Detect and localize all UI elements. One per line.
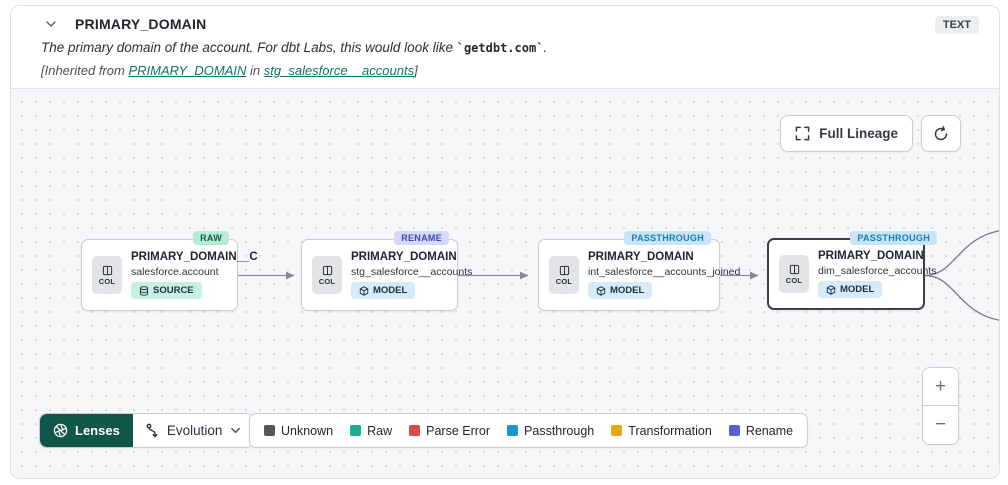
refresh-icon	[934, 125, 948, 140]
column-header: PRIMARY_DOMAIN TEXT The primary domain o…	[11, 6, 999, 88]
inherited-middle: in	[246, 63, 264, 78]
evolution-tag-passthrough: PASSTHROUGH	[624, 231, 711, 245]
legend-item-parse-error: Parse Error	[409, 424, 490, 438]
col-chip-label: COL	[555, 276, 573, 286]
description-code: `getdbt.com`	[456, 41, 544, 55]
lineage-node-dim-salesforce-accounts[interactable]: PASSTHROUGH COL PRIMARY_DOMAIN dim_sales…	[767, 231, 937, 310]
column-chip: COL	[779, 255, 809, 293]
node-model-name: dim_salesforce_accounts	[818, 265, 937, 277]
lenses-bar: Lenses Evolution	[39, 413, 255, 448]
column-lineage-panel: PRIMARY_DOMAIN TEXT The primary domain o…	[10, 5, 1000, 479]
legend-swatch	[507, 425, 519, 436]
legend-item-unknown: Unknown	[264, 424, 333, 438]
column-chip: COL	[92, 256, 122, 294]
node-model-name: int_salesforce__accounts_joined	[588, 266, 741, 278]
legend-label: Rename	[745, 423, 794, 438]
columns-icon	[559, 265, 569, 275]
inherited-column-link[interactable]: PRIMARY_DOMAIN	[128, 63, 247, 78]
inherited-suffix: ]	[414, 63, 418, 78]
evolution-tag-raw: RAW	[193, 231, 229, 245]
columns-icon	[102, 265, 112, 275]
lineage-node-stg-salesforce-accounts[interactable]: RENAME COL PRIMARY_DOMAIN stg_salesforce…	[301, 231, 472, 311]
full-lineage-label: Full Lineage	[819, 126, 898, 141]
chevron-down-icon	[231, 427, 241, 434]
column-description: The primary domain of the account. For d…	[41, 40, 981, 55]
lenses-label: Lenses	[75, 423, 120, 438]
column-chip: COL	[312, 256, 342, 294]
legend-item-raw: Raw	[350, 424, 392, 438]
database-icon	[139, 285, 149, 296]
legend-item-rename: Rename	[728, 423, 794, 438]
legend-label: Transformation	[628, 423, 712, 438]
zoom-in-button[interactable]: +	[923, 368, 958, 406]
lens-dropdown[interactable]: Evolution	[132, 414, 254, 447]
legend-item-passthrough: Passthrough	[507, 424, 594, 438]
column-type-badge: TEXT	[934, 16, 979, 34]
refresh-button[interactable]	[921, 115, 961, 152]
collapse-chevron-icon[interactable]	[41, 16, 61, 32]
badge-label: MODEL	[840, 284, 875, 295]
legend-swatch	[350, 425, 362, 436]
col-chip-label: COL	[785, 275, 803, 285]
full-lineage-button[interactable]: Full Lineage	[780, 115, 913, 152]
column-title: PRIMARY_DOMAIN	[75, 16, 207, 32]
legend-swatch	[611, 425, 623, 436]
expand-icon	[795, 126, 810, 141]
aperture-icon	[53, 423, 68, 438]
cube-icon	[359, 285, 369, 296]
node-column-name: PRIMARY_DOMAIN	[588, 251, 694, 263]
legend-label: Raw	[367, 423, 393, 438]
cube-icon	[826, 284, 836, 295]
lineage-node-int-salesforce-accounts-joined[interactable]: PASSTHROUGH COL PRIMARY_DOMAIN int_sales…	[538, 231, 740, 311]
legend-swatch	[264, 425, 275, 436]
lineage-canvas[interactable]: RAW COL PRIMARY_DOMAIN__C salesforce.acc…	[11, 88, 999, 478]
legend-swatch	[728, 425, 740, 436]
cube-icon	[596, 285, 606, 296]
col-chip-label: COL	[98, 276, 116, 286]
resource-badge-model: MODEL	[818, 281, 883, 298]
columns-icon	[322, 265, 332, 275]
legend-label: Unknown	[281, 423, 334, 438]
evolution-tag-rename: RENAME	[394, 231, 449, 245]
column-chip: COL	[549, 256, 579, 294]
node-column-name: PRIMARY_DOMAIN	[818, 250, 924, 262]
description-text: The primary domain of the account. For d…	[41, 40, 457, 55]
description-period: .	[543, 40, 548, 55]
evolution-legend: Unknown Raw Parse Error Passthrough Tran…	[249, 413, 809, 448]
node-column-name: PRIMARY_DOMAIN	[351, 251, 457, 263]
inherited-model-link[interactable]: stg_salesforce__accounts	[263, 63, 415, 78]
legend-label: Parse Error	[426, 423, 491, 438]
legend-item-transformation: Transformation	[611, 424, 712, 438]
evolution-tag-passthrough: PASSTHROUGH	[850, 231, 937, 245]
legend-label: Passthrough	[524, 423, 595, 438]
route-icon	[146, 423, 158, 438]
legend-swatch	[409, 425, 421, 436]
columns-icon	[789, 264, 799, 274]
col-chip-label: COL	[318, 276, 336, 286]
zoom-out-button[interactable]: −	[923, 406, 958, 444]
badge-label: SOURCE	[153, 285, 194, 296]
zoom-controls: + −	[922, 367, 959, 445]
node-column-name: PRIMARY_DOMAIN__C	[131, 251, 258, 263]
inherited-note: [Inherited from PRIMARY_DOMAIN in stg_sa…	[41, 63, 981, 78]
resource-badge-source: SOURCE	[131, 282, 202, 299]
badge-label: MODEL	[373, 285, 408, 296]
lens-selected-value: Evolution	[166, 423, 223, 438]
badge-label: MODEL	[610, 285, 645, 296]
node-model-name: stg_salesforce__accounts	[351, 266, 473, 278]
lineage-node-salesforce-account[interactable]: RAW COL PRIMARY_DOMAIN__C salesforce.acc…	[81, 231, 258, 311]
lenses-button[interactable]: Lenses	[40, 414, 133, 447]
resource-badge-model: MODEL	[588, 282, 653, 299]
inherited-prefix: [Inherited from	[41, 63, 129, 78]
node-model-name: salesforce.account	[131, 266, 219, 278]
resource-badge-model: MODEL	[351, 282, 416, 299]
